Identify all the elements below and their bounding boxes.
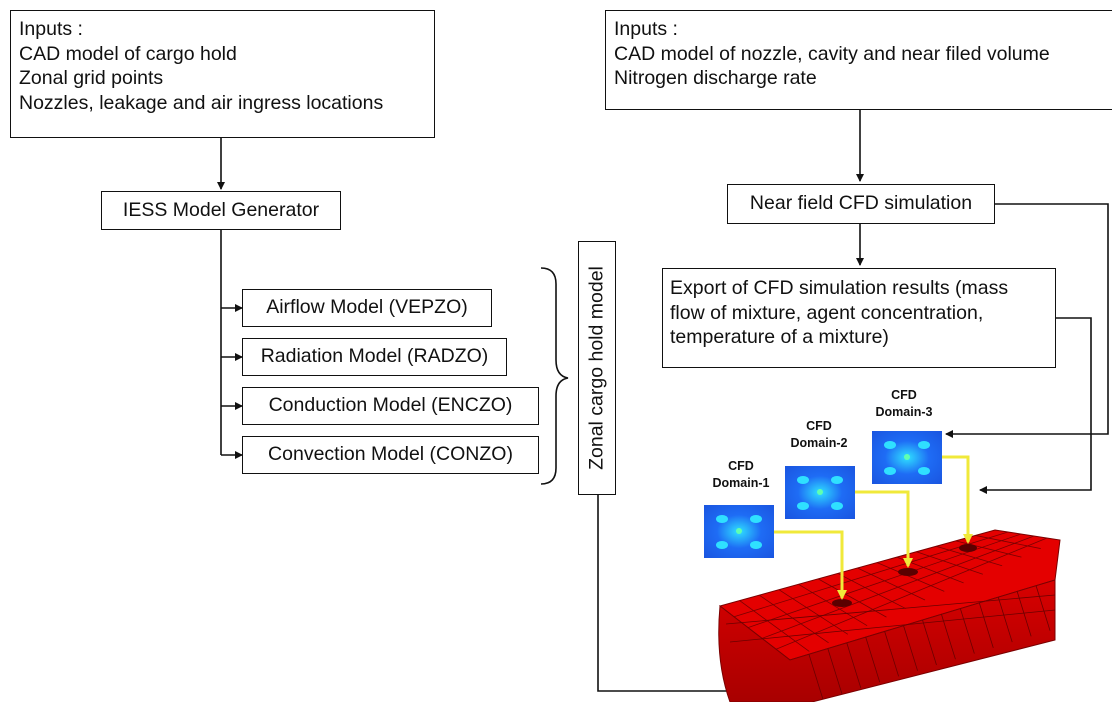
radiation-model-box: Radiation Model (RADZO) bbox=[242, 338, 507, 376]
domain-1-name: Domain-1 bbox=[712, 476, 770, 490]
convection-model-box: Convection Model (CONZO) bbox=[242, 436, 539, 474]
export-line: temperature of a mixture) bbox=[670, 326, 889, 348]
domain-1-spot bbox=[832, 599, 852, 607]
export-line: Export of CFD simulation results (mass bbox=[670, 277, 1009, 299]
export-results-box: Export of CFD simulation results (mass f… bbox=[662, 268, 1056, 368]
left-inputs-heading: Inputs : bbox=[19, 18, 83, 40]
domain-1-title: CFD bbox=[728, 459, 754, 473]
left-input-item: Zonal grid points bbox=[19, 67, 164, 89]
curly-brace bbox=[540, 267, 569, 485]
convection-model-label: Convection Model (CONZO) bbox=[268, 443, 513, 466]
export-to-domain-connector bbox=[979, 317, 1092, 494]
yellow-arrow-domain-2 bbox=[855, 490, 913, 568]
domain-3-label: CFD Domain-3 bbox=[866, 387, 942, 421]
right-input-item: CAD model of nozzle, cavity and near fil… bbox=[614, 42, 1050, 65]
airflow-model-label: Airflow Model (VEPZO) bbox=[266, 296, 468, 319]
yellow-arrow-domain-1 bbox=[774, 530, 847, 600]
domain-2-name: Domain-2 bbox=[790, 436, 848, 450]
right-input-item: Nitrogen discharge rate bbox=[614, 67, 817, 89]
cfd-domain-1-image bbox=[704, 505, 774, 558]
yellow-arrow-domain-3 bbox=[942, 455, 973, 544]
domain-2-title: CFD bbox=[806, 419, 832, 433]
right-inputs-heading: Inputs : bbox=[614, 18, 678, 40]
iess-model-generator-box: IESS Model Generator bbox=[101, 191, 341, 230]
arrow-zonal-to-hold bbox=[597, 495, 743, 695]
cfd-domain-3-image bbox=[872, 431, 942, 484]
domain-1-label: CFD Domain-1 bbox=[710, 458, 772, 492]
conduction-model-label: Conduction Model (ENCZO) bbox=[268, 394, 513, 417]
left-input-item: Nozzles, leakage and air ingress locatio… bbox=[19, 91, 384, 114]
near-field-cfd-box: Near field CFD simulation bbox=[727, 184, 995, 224]
domain-2-label: CFD Domain-2 bbox=[788, 418, 850, 452]
iess-model-generator-label: IESS Model Generator bbox=[122, 198, 320, 221]
right-inputs-box: Inputs : CAD model of nozzle, cavity and… bbox=[605, 10, 1112, 110]
domain-3-name: Domain-3 bbox=[875, 405, 933, 419]
domain-3-title: CFD bbox=[891, 388, 917, 402]
left-input-item: CAD model of cargo hold bbox=[19, 42, 237, 65]
near-field-to-domain3-connector bbox=[945, 203, 1109, 438]
zonal-cargo-hold-model-box: Zonal cargo hold model bbox=[578, 241, 616, 495]
near-field-cfd-label: Near field CFD simulation bbox=[749, 192, 973, 215]
export-line: flow of mixture, agent concentration, bbox=[670, 301, 984, 324]
conduction-model-box: Conduction Model (ENCZO) bbox=[242, 387, 539, 425]
domain-2-spot bbox=[898, 568, 918, 576]
domain-3-spot bbox=[959, 544, 977, 552]
airflow-model-box: Airflow Model (VEPZO) bbox=[242, 289, 492, 327]
cfd-domain-2-image bbox=[785, 466, 855, 519]
radiation-model-label: Radiation Model (RADZO) bbox=[260, 345, 489, 368]
left-inputs-box: Inputs : CAD model of cargo hold Zonal g… bbox=[10, 10, 435, 138]
cargo-hold-mesh bbox=[718, 529, 1061, 702]
